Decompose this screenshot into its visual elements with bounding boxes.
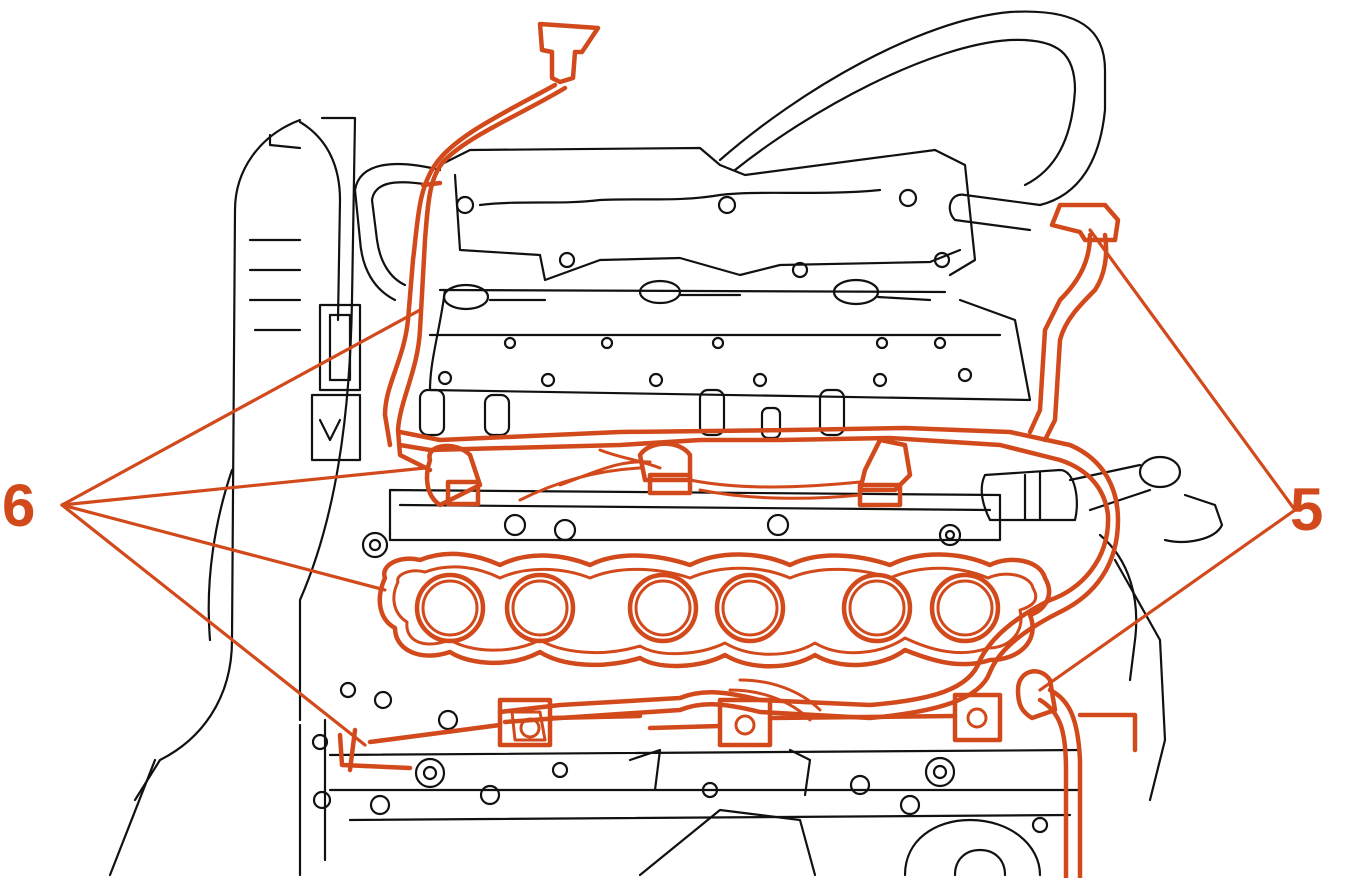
- callout-label-6: 6: [2, 472, 35, 539]
- coil-posts: [418, 388, 846, 440]
- harness-right-upper: [1027, 232, 1093, 435]
- upper-right-connector: [1049, 202, 1121, 243]
- head-bolts: [437, 188, 973, 388]
- highlighted-parts: [337, 21, 1138, 878]
- spark-plug-wells: [442, 278, 932, 311]
- callout-6: 6: [2, 308, 427, 747]
- callout-5: 5: [1038, 228, 1323, 692]
- harness-left-run: [395, 85, 568, 473]
- harness-top-connector: [537, 21, 601, 85]
- harness-coil-row: [397, 435, 1111, 603]
- callout-label-5: 5: [1290, 476, 1323, 543]
- lower-right-connector: [1015, 669, 1058, 721]
- lower-bolts: [311, 681, 1049, 834]
- harness-lower-run: [497, 597, 1053, 715]
- intake-manifold-gasket: [377, 551, 1052, 669]
- engine-line-art: [108, 10, 1224, 877]
- injector-connectors: [497, 692, 1003, 748]
- harness-lower-left-tail: [337, 722, 503, 771]
